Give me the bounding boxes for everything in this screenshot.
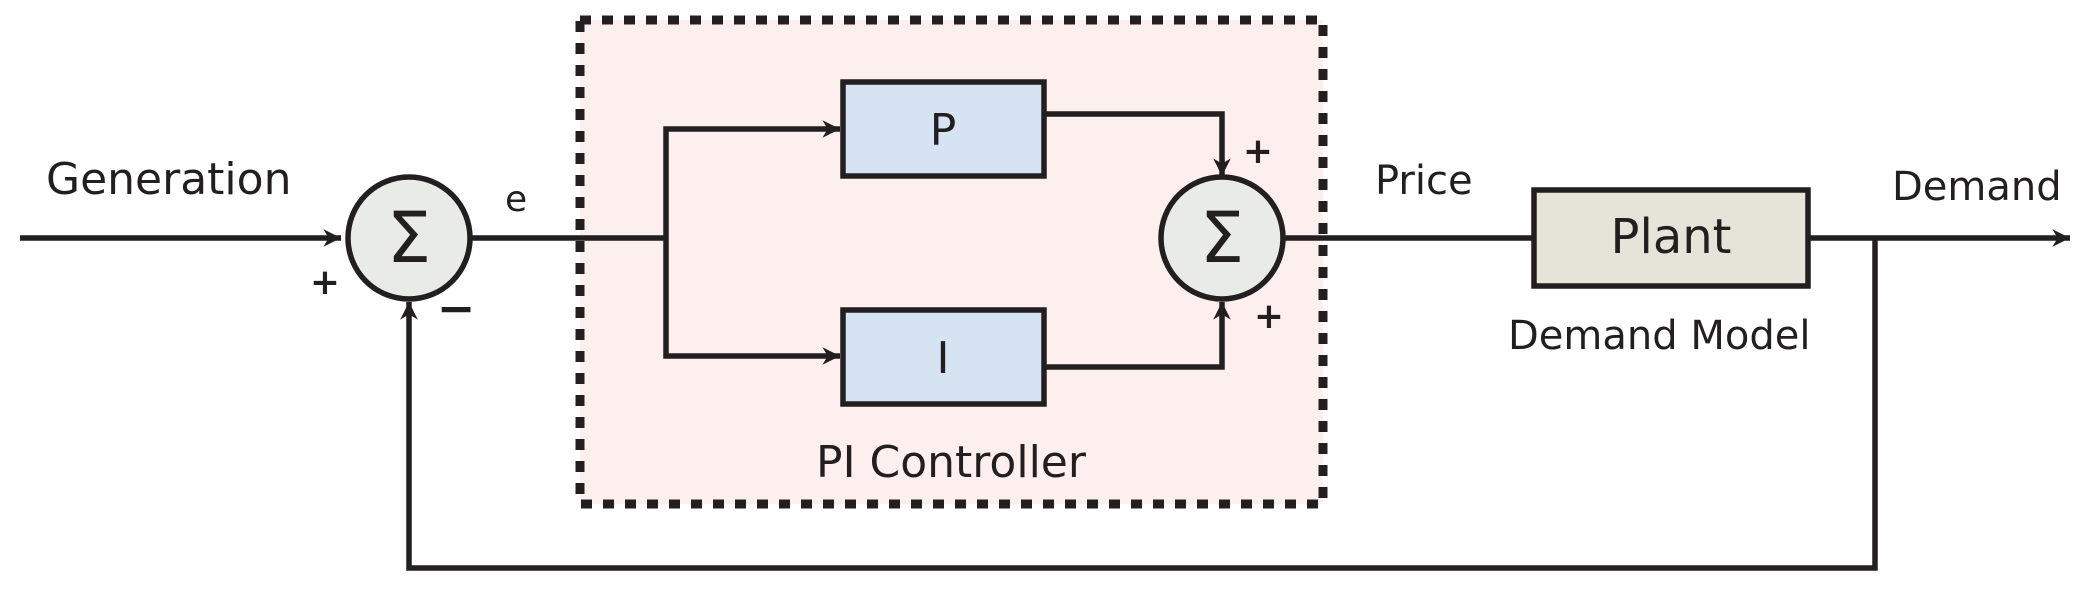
summing-junction-2-symbol: Σ bbox=[1200, 197, 1244, 279]
p-block bbox=[840, 79, 1047, 179]
p-to-sum-arrow bbox=[1044, 111, 1231, 176]
plant-block bbox=[1531, 187, 1811, 289]
plant-block-label: Plant bbox=[1611, 209, 1732, 265]
pi-controller-label: PI Controller bbox=[816, 437, 1087, 488]
summing-junction-1-symbol: Σ bbox=[387, 197, 431, 279]
i-block bbox=[840, 307, 1047, 407]
sum2-plus-bottom-sign: + bbox=[1254, 296, 1284, 337]
summing-junction-1 bbox=[345, 174, 473, 302]
p-block-label: P bbox=[930, 105, 957, 156]
feedback-loop-arrow bbox=[400, 238, 1878, 571]
generation-label: Generation bbox=[46, 154, 291, 205]
error-label: e bbox=[505, 179, 527, 220]
i-block-label: I bbox=[937, 333, 950, 384]
price-label: Price bbox=[1375, 158, 1473, 204]
summing-junction-2 bbox=[1158, 174, 1286, 302]
sum1-plus-sign: + bbox=[310, 262, 340, 303]
sum2-plus-top-sign: + bbox=[1243, 131, 1273, 172]
i-to-sum-arrow bbox=[1044, 302, 1231, 370]
demand-model-caption: Demand Model bbox=[1508, 313, 1810, 359]
sum1-minus-sign: − bbox=[437, 281, 476, 335]
p-branch-arrow bbox=[663, 120, 840, 238]
i-branch-arrow bbox=[663, 238, 840, 365]
demand-output-label: Demand bbox=[1892, 164, 2062, 210]
